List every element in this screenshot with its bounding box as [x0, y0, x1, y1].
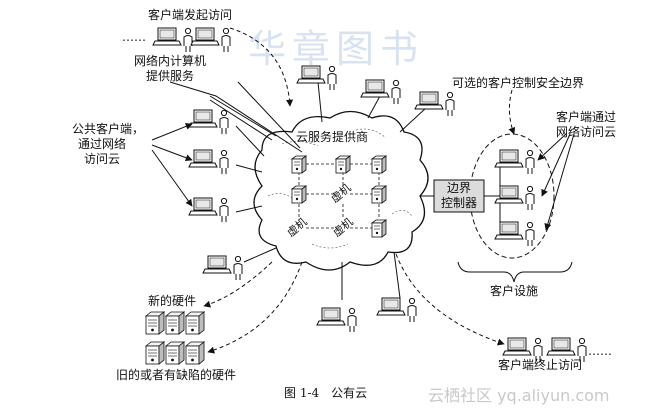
intranet-pointer [169, 81, 303, 153]
label-dots-right: …… [588, 344, 612, 358]
customer-client-1 [494, 149, 535, 175]
cloud-server-1 [291, 155, 307, 174]
public-client-1 [188, 109, 229, 135]
customer-client-3 [494, 221, 535, 247]
public-client-2 [188, 149, 229, 175]
cloud-server-2 [335, 155, 351, 174]
label-dots-left: …… [122, 30, 146, 44]
client-bottom-right [376, 297, 417, 323]
label-optional-boundary: 可选的客户控制安全边界 [452, 76, 585, 90]
old-hardware-1 [145, 341, 165, 365]
public-client-3 [188, 197, 229, 223]
old-hardware-2 [165, 341, 185, 365]
customer-client-arrows [537, 133, 575, 231]
client-start-1 [152, 27, 193, 53]
label-intranet-1: 网络内计算机 [133, 54, 206, 68]
cloud-inner-lines [267, 128, 413, 249]
cloud-server-4 [291, 185, 307, 204]
label-client-stop: 客户端终止访问 [498, 358, 583, 372]
watermark-publisher: 华章图书 [248, 27, 425, 71]
old-hardware-3 [185, 341, 205, 365]
cloud-grid-links [298, 163, 380, 229]
client-bottom-mid [316, 307, 357, 333]
client-bottom-left [202, 255, 243, 281]
customer-facility-bracket [457, 261, 573, 283]
cloud-server-3 [371, 155, 387, 174]
label-boundary-controller-2: 控制器 [440, 196, 477, 210]
cloud-server-9 [371, 219, 387, 238]
client-start-2 [190, 27, 231, 53]
label-public-3: 访问云 [84, 152, 121, 166]
label-clients-via-2: 网络访问云 [556, 125, 617, 139]
client-top-1 [296, 65, 337, 91]
label-public-1: 公共客户端， [72, 122, 145, 136]
client-top-2 [360, 79, 401, 105]
new-hardware-2 [165, 311, 185, 335]
label-boundary-controller-1: 边界 [446, 181, 471, 195]
label-customer-facility: 客户设施 [490, 284, 539, 298]
label-clients-via-1: 客户端通过 [556, 110, 617, 124]
new-hardware-1 [145, 311, 165, 335]
public-client-arrows [151, 123, 193, 207]
watermark-site: 云栖社区 yq.aliyun.com [428, 386, 610, 405]
label-new-hardware: 新的硬件 [148, 294, 197, 308]
dashed-arrows [203, 27, 516, 354]
figure-caption: 图 1-4 公有云 [284, 386, 368, 400]
label-public-2: 通过网络 [78, 137, 127, 151]
cloud-server-6 [371, 185, 387, 204]
new-hardware-3 [185, 311, 205, 335]
customer-client-2 [494, 185, 535, 211]
label-intranet-2: 提供服务 [145, 69, 194, 83]
label-old-hardware: 旧的或者有缺陷的硬件 [116, 368, 237, 382]
label-client-start: 客户端发起访问 [148, 8, 233, 22]
boundary-controller-box [433, 179, 485, 213]
label-cloud-provider: 云服务提供商 [296, 130, 369, 144]
